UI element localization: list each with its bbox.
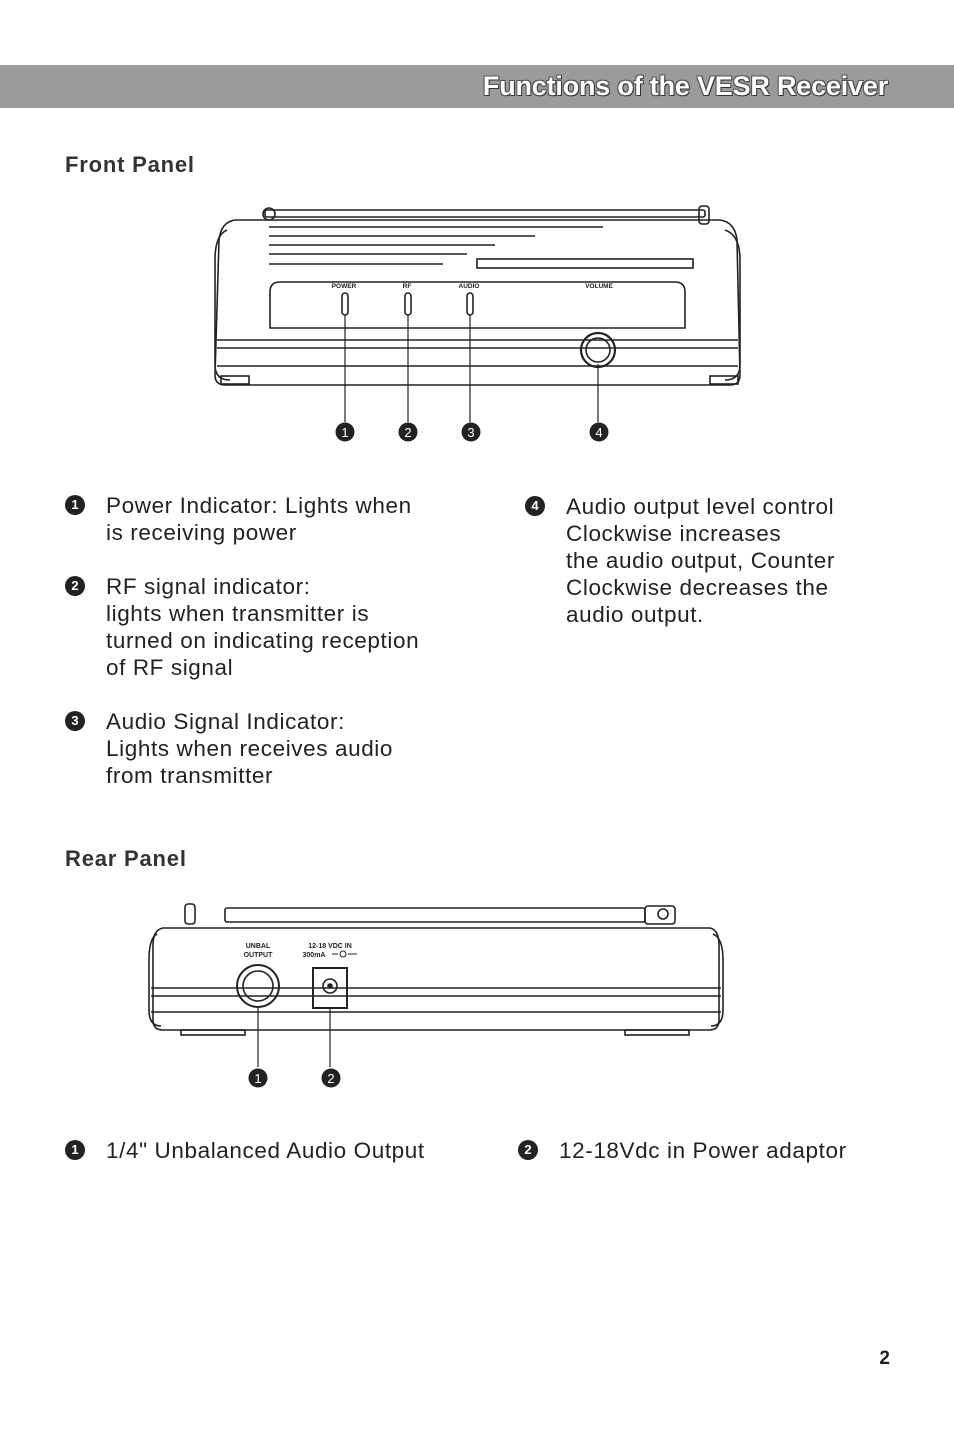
item-line: audio output. <box>566 602 704 627</box>
front-item-3: 3 Audio Signal Indicator: Lights when re… <box>65 708 393 789</box>
item-line: 1/4" Unbalanced Audio Output <box>106 1138 425 1163</box>
callout-number: 3 <box>467 425 474 440</box>
front-panel-diagram: POWER RF AUDIO VOLUME 1 2 3 4 <box>214 205 741 442</box>
current-label: 300mA <box>303 952 326 959</box>
header-bar: Functions of the VESR Receiver <box>0 65 954 108</box>
callout-number: 1 <box>254 1071 261 1086</box>
item-line: the audio output, Counter <box>566 548 835 573</box>
audio-led <box>466 292 474 316</box>
callout-number: 4 <box>595 425 602 440</box>
front-item-1: 1 Power Indicator: Lights when is receiv… <box>65 492 412 546</box>
rear-item-2: 2 12-18Vdc in Power adaptor <box>518 1137 847 1164</box>
antenna-rod <box>264 209 706 218</box>
antenna-rod <box>224 907 646 923</box>
number-badge: 2 <box>518 1140 538 1160</box>
item-line: from transmitter <box>106 763 274 788</box>
receiver-body <box>152 927 720 1031</box>
callout-number: 1 <box>341 425 348 440</box>
front-panel-heading: Front Panel <box>65 152 195 177</box>
antenna-tip <box>698 205 710 225</box>
item-line: Clockwise increases <box>566 521 782 546</box>
rf-label: RF <box>403 283 412 290</box>
front-callouts: 1 2 3 4 <box>335 422 609 442</box>
page-number: 2 <box>879 1348 890 1369</box>
item-line: lights when transmitter is <box>106 601 370 626</box>
item-line: Lights when receives audio <box>106 736 394 761</box>
callout-number: 2 <box>404 425 411 440</box>
output-label: OUTPUT <box>244 952 274 959</box>
item-line: turned on indicating reception <box>106 628 420 653</box>
right-side-curve <box>724 229 741 381</box>
front-item-4: 4 Audio output level control Clockwise i… <box>525 493 835 628</box>
item-line: 12-18Vdc in Power adaptor <box>559 1138 847 1163</box>
number-badge: 1 <box>65 495 85 515</box>
number-badge: 3 <box>65 711 85 731</box>
rear-callouts: 1 2 <box>248 1068 341 1088</box>
number-badge: 1 <box>65 1140 85 1160</box>
rear-panel-diagram: UNBAL OUTPUT 12-18 VDC IN 300mA 1 2 <box>148 903 724 1088</box>
callout-number: 2 <box>327 1071 334 1086</box>
item-line: of RF signal <box>106 655 234 680</box>
unbal-label: UNBAL <box>246 943 271 950</box>
rear-panel-heading: Rear Panel <box>65 846 187 871</box>
rf-led <box>404 292 412 316</box>
rear-item-1: 1 1/4" Unbalanced Audio Output <box>65 1137 425 1164</box>
control-panel-recess <box>269 281 686 329</box>
number-badge: 2 <box>65 576 85 596</box>
volume-label: VOLUME <box>585 283 613 290</box>
item-line: RF signal indicator: <box>106 574 311 599</box>
item-line: Audio output level control <box>566 494 835 519</box>
item-line: Clockwise decreases the <box>566 575 829 600</box>
power-led <box>341 292 349 316</box>
item-line: Power Indicator: Lights when <box>106 493 412 518</box>
page-title: Functions of the VESR Receiver <box>482 71 888 101</box>
front-item-2: 2 RF signal indicator: lights when trans… <box>65 573 419 681</box>
audio-label: AUDIO <box>459 283 480 290</box>
power-label: POWER <box>332 283 357 290</box>
display-slot <box>476 258 694 269</box>
receiver-body <box>214 219 741 386</box>
item-line: Audio Signal Indicator: <box>106 709 345 734</box>
left-side-curve <box>214 229 231 381</box>
polarity-icon <box>332 950 357 958</box>
dc-in-label: 12-18 VDC IN <box>308 943 352 950</box>
item-line: is receiving power <box>106 520 297 545</box>
number-badge: 4 <box>525 496 545 516</box>
